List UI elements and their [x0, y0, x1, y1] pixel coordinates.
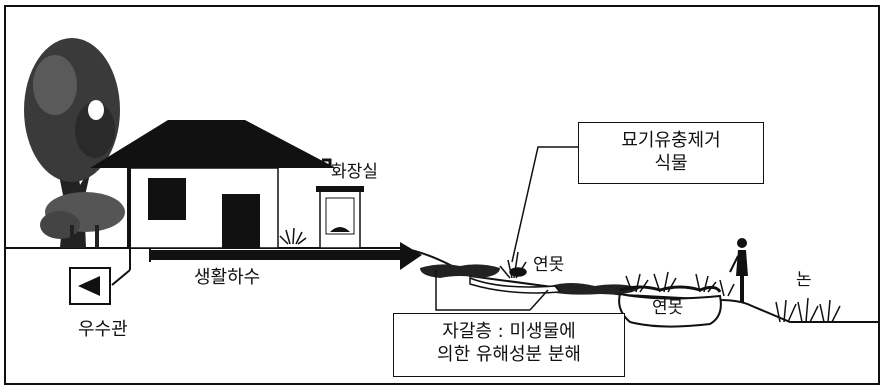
pond-label-1: 연못: [533, 255, 565, 275]
plant-callout-line2: 식물: [654, 153, 688, 175]
pond-icon: [618, 285, 722, 328]
gravel-callout-line2: 의한 유해성분 분해: [437, 344, 581, 366]
gravel-callout-box: 자갈층 : 미생물에 의한 유해성분 분해: [393, 313, 625, 377]
plant-icon: [625, 271, 735, 297]
sewage-label: 생활하수: [194, 267, 261, 288]
diagram-frame: [4, 5, 880, 385]
pond-icon: [469, 276, 562, 294]
plant-callout-box: 묘기유충제거 식물: [578, 122, 764, 184]
plant-icon: [499, 251, 527, 279]
toilet-label: 화장실: [331, 162, 378, 182]
person-icon: [729, 238, 748, 302]
paddy-label: 논: [796, 270, 812, 290]
sewage-pipe: [149, 242, 422, 270]
plant-callout-line1: 묘기유충제거: [621, 130, 721, 151]
callout-leader: [435, 270, 530, 311]
ground-line: [6, 247, 878, 323]
plant-icon: [279, 227, 307, 245]
pond-label-2: 연못: [652, 298, 684, 318]
toilet-building-icon: [316, 186, 364, 249]
storm-pipe-label: 우수관: [78, 319, 128, 340]
callout-leader: [511, 146, 578, 263]
gravel-callout-line1: 자갈층 : 미생물에: [442, 321, 576, 342]
storm-pipe: [69, 168, 131, 305]
house-icon: [90, 120, 336, 249]
callout-leader: [529, 289, 549, 311]
shrub-icon: [40, 192, 125, 248]
paddy-plant-icon: [775, 297, 841, 323]
gravel-layer: [420, 264, 640, 295]
